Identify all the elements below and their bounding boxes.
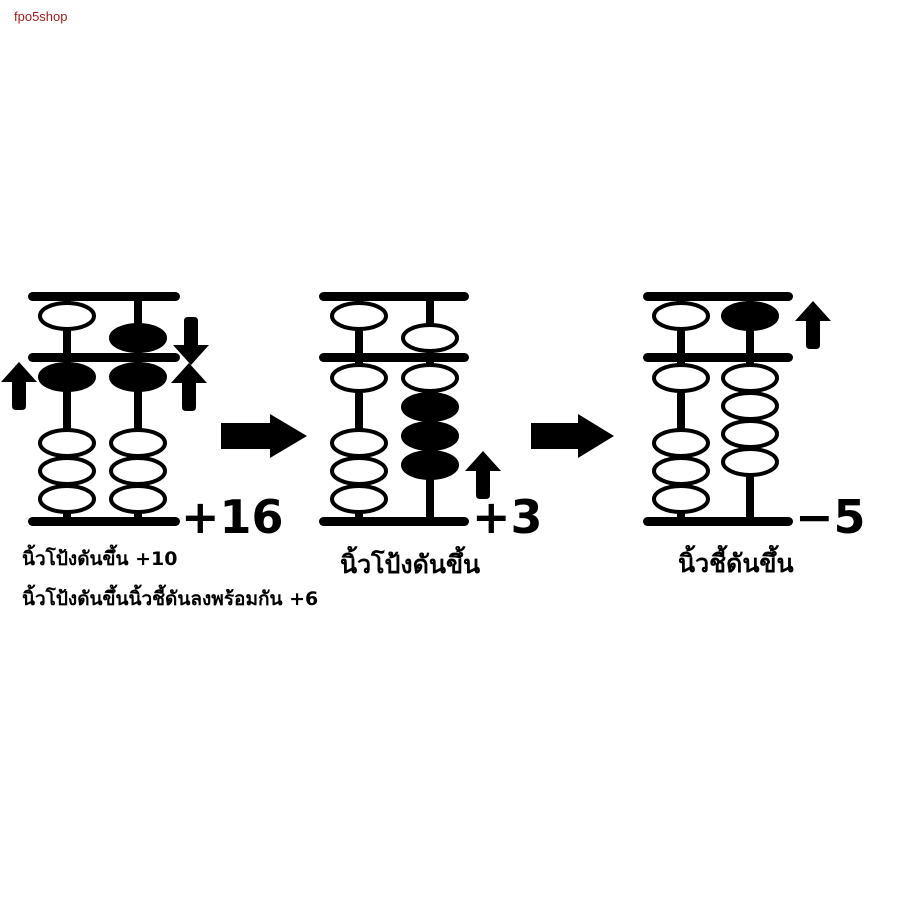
up-arrow-icon [795, 301, 831, 349]
caption-line-2: นิ้วโป้งดันขึ้นนิ้วชี้ดันลงพร้อมกัน +6 [22, 584, 318, 610]
abacus-bead [652, 456, 710, 486]
abacus-bead [330, 484, 388, 514]
operation-label: −5 [795, 490, 866, 544]
abacus-panel-1: +16 นิ้วโป้งดันขึ้น +10 นิ้วโป้งดันขึ้นน… [1, 292, 318, 610]
abacus-bottom-bar [643, 517, 793, 526]
abacus-rod [63, 296, 71, 522]
abacus-rod [355, 296, 363, 522]
abacus-bead [109, 456, 167, 486]
abacus-bead [652, 428, 710, 458]
abacus-bead [401, 323, 459, 353]
abacus-bead [401, 363, 459, 393]
caption-line-1: นิ้วโป้งดันขึ้น [340, 545, 480, 579]
caption-line-1: นิ้วชี้ดันขึ้น [678, 544, 794, 578]
abacus-bead [330, 428, 388, 458]
caption-line-1: นิ้วโป้งดันขึ้น +10 [22, 544, 177, 570]
abacus-bead [401, 421, 459, 451]
abacus-bead [721, 301, 779, 331]
abacus-bead [330, 456, 388, 486]
abacus-bead [38, 362, 96, 392]
abacus-panel-3: −5 นิ้วชี้ดันขึ้น [643, 292, 866, 578]
abacus-bead [330, 301, 388, 331]
abacus-bead [721, 391, 779, 421]
abacus-middle-bar [319, 353, 469, 362]
right-arrow-icon [221, 414, 307, 458]
up-arrow-icon [171, 363, 207, 411]
abacus-rod [134, 296, 142, 522]
abacus-bead [401, 450, 459, 480]
abacus-bead [721, 363, 779, 393]
abacus-bead [721, 419, 779, 449]
abacus-top-bar [643, 292, 793, 301]
abacus-bead [652, 363, 710, 393]
abacus-bead [330, 363, 388, 393]
abacus-bead [721, 447, 779, 477]
abacus-bottom-bar [319, 517, 469, 526]
operation-label: +16 [181, 490, 284, 544]
abacus-bead [38, 484, 96, 514]
abacus-top-bar [28, 292, 180, 301]
watermark-text: fpo5shop [14, 9, 68, 24]
right-arrow-icon [531, 414, 614, 458]
abacus-bead [109, 484, 167, 514]
down-arrow-icon [173, 317, 209, 365]
abacus-bead [109, 323, 167, 353]
abacus-bead [38, 301, 96, 331]
abacus-bead [109, 428, 167, 458]
abacus-bead [652, 484, 710, 514]
abacus-bead [109, 362, 167, 392]
abacus-rod [677, 296, 685, 522]
operation-label: +3 [472, 490, 543, 544]
abacus-bead [401, 392, 459, 422]
abacus-panel-2: +3 นิ้วโป้งดันขึ้น [319, 292, 543, 579]
abacus-bottom-bar [28, 517, 180, 526]
abacus-bead [38, 428, 96, 458]
up-arrow-icon [465, 451, 501, 499]
abacus-bead [38, 456, 96, 486]
up-arrow-icon [1, 362, 37, 410]
abacus-top-bar [319, 292, 469, 301]
abacus-middle-bar [643, 353, 793, 362]
abacus-middle-bar [28, 353, 180, 362]
abacus-bead [652, 301, 710, 331]
